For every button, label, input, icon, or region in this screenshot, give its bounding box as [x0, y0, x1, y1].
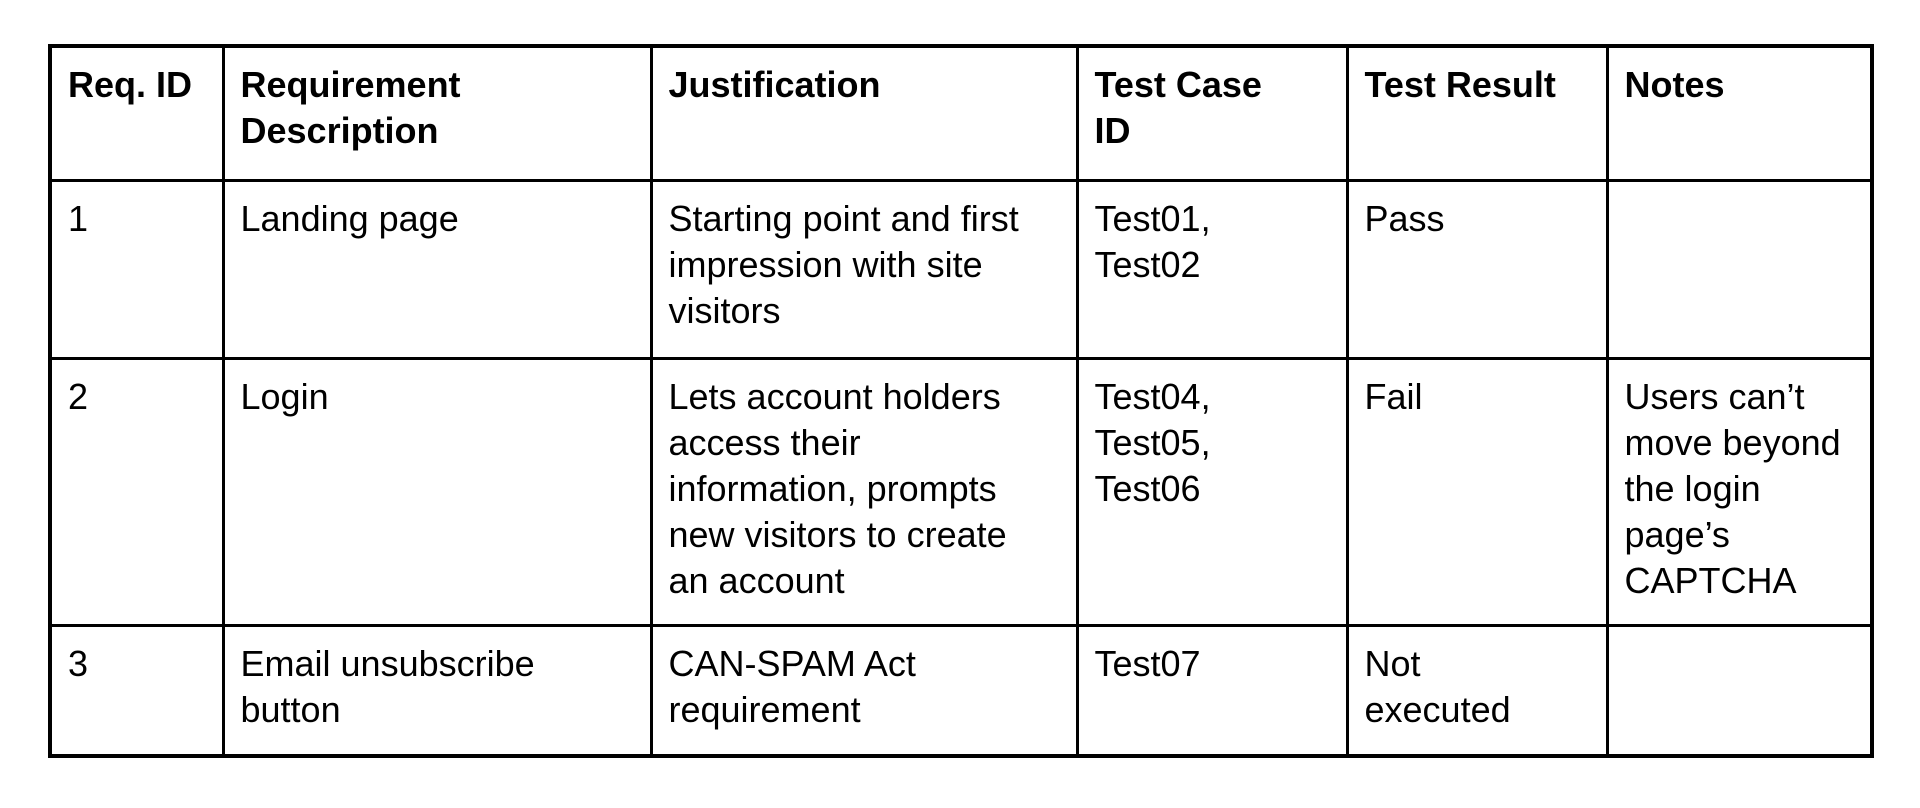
- header-cell-req-id: Req. ID: [48, 44, 225, 182]
- header-cell-test-case-id: Test Case ID: [1075, 44, 1349, 182]
- cell-justification: CAN-SPAM Act requirement: [649, 623, 1079, 758]
- cell-requirement-description: Landing page: [221, 178, 653, 360]
- cell-req-id: 1: [48, 178, 225, 360]
- header-cell-requirement-description: Requirement Description: [221, 44, 653, 182]
- cell-req-id: 2: [48, 356, 225, 627]
- cell-test-result: Pass: [1345, 178, 1609, 360]
- cell-test-case-id: Test04, Test05, Test06: [1075, 356, 1349, 627]
- cell-test-case-id: Test07: [1075, 623, 1349, 758]
- cell-test-result: Not executed: [1345, 623, 1609, 758]
- cell-notes: Users can’t move beyond the login page’s…: [1605, 356, 1874, 627]
- cell-notes: [1605, 623, 1874, 758]
- cell-requirement-description: Login: [221, 356, 653, 627]
- cell-test-result: Fail: [1345, 356, 1609, 627]
- cell-justification: Starting point and first impression with…: [649, 178, 1079, 360]
- header-cell-notes: Notes: [1605, 44, 1874, 182]
- header-cell-justification: Justification: [649, 44, 1079, 182]
- table-row: 2 Login Lets account holders access thei…: [48, 356, 1874, 627]
- header-cell-test-result: Test Result: [1345, 44, 1609, 182]
- table-row: 3 Email unsubscribe button CAN-SPAM Act …: [48, 623, 1874, 758]
- cell-req-id: 3: [48, 623, 225, 758]
- cell-requirement-description: Email unsubscribe button: [221, 623, 653, 758]
- table-header-row: Req. ID Requirement Description Justific…: [48, 44, 1874, 182]
- table-row: 1 Landing page Starting point and first …: [48, 178, 1874, 360]
- cell-justification: Lets account holders access their inform…: [649, 356, 1079, 627]
- cell-notes: [1605, 178, 1874, 360]
- requirements-traceability-table: Req. ID Requirement Description Justific…: [48, 44, 1874, 758]
- cell-test-case-id: Test01, Test02: [1075, 178, 1349, 360]
